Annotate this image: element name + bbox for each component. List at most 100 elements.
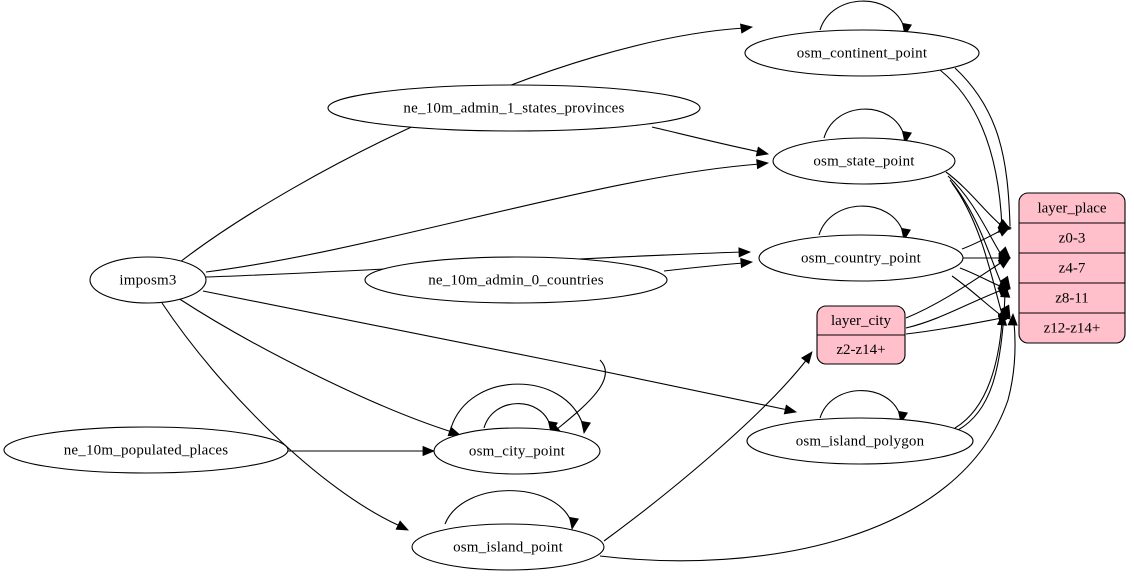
node-osm_island_polygon[interactable]: osm_island_polygon [746, 417, 974, 465]
self-loop-line [483, 403, 551, 429]
arrow-icon [999, 221, 1013, 232]
edge-osm_island_point-to-layer_place_z12_14 [599, 312, 1018, 562]
record-cell-layer_place_z4_7[interactable]: z4-7 [1059, 260, 1086, 276]
node-shape-ellipse[interactable] [411, 523, 605, 571]
edge-osm_state_point-to-layer_place_z4_7 [947, 175, 1011, 259]
record-cell-layer_place_header[interactable]: layer_place [1037, 200, 1106, 216]
self-loop-line [818, 205, 904, 236]
node-shape-ellipse[interactable] [89, 256, 207, 304]
edge-line [949, 179, 1003, 286]
node-shape-ellipse[interactable] [746, 417, 974, 465]
edge-imposm3-to-osm_state_point [205, 159, 770, 273]
self-loop-line [450, 383, 584, 429]
edge-line [179, 27, 745, 263]
nodes-layer: imposm3 ne_10m_admin_1_states_provincesne… [3, 29, 980, 571]
self-loop-osm_city_point [450, 383, 591, 435]
node-shape-ellipse[interactable] [327, 84, 701, 132]
edge-line [905, 261, 1003, 319]
record-cell-layer_city_header[interactable]: layer_city [831, 313, 891, 329]
edge-line [651, 126, 761, 153]
node-label: osm_continent_point [797, 45, 928, 61]
node-shape-ellipse[interactable] [772, 137, 956, 185]
edge-imposm3-to-osm_island_point [161, 302, 409, 531]
edge-imposm3-to-osm_continent_point [179, 23, 754, 263]
edge-line [961, 229, 1003, 250]
arrow-icon [568, 516, 579, 531]
node-shape-ellipse[interactable] [433, 427, 601, 475]
node-shape-ellipse[interactable] [758, 234, 964, 282]
edge-imposm3-to-osm_island_polygon [202, 290, 798, 415]
edge-line [599, 321, 1016, 562]
node-label: ne_10m_admin_1_states_provinces [403, 100, 624, 116]
arrow-icon [755, 146, 770, 157]
arrow-icon [580, 420, 591, 435]
edge-line [663, 262, 745, 272]
node-label: ne_10m_populated_places [64, 442, 229, 458]
arrow-icon [422, 445, 436, 457]
record-cell-layer_city_z2_14[interactable]: z2-z14+ [836, 342, 885, 358]
node-label: osm_country_point [801, 250, 922, 266]
arrow-icon [447, 426, 461, 437]
edge-ne_10m_populated_places-to-osm_city_point [288, 445, 436, 457]
record-node-layer_place[interactable]: layer_place z0-3 z4-7 z8-11 z12-z14+ [1018, 192, 1126, 344]
edge-imposm3-to-osm_city_point [177, 297, 461, 437]
edge-line [177, 297, 453, 433]
arrow-icon [1000, 284, 1011, 298]
node-ne_10m_populated_places[interactable]: ne_10m_populated_places [3, 426, 289, 474]
arrow-icon [1007, 312, 1018, 326]
node-imposm3[interactable]: imposm3 [89, 256, 207, 304]
arrow-icon [800, 351, 813, 365]
arrow-icon [996, 312, 1008, 326]
arrow-icon [997, 257, 1011, 269]
node-osm_country_point[interactable]: osm_country_point [758, 234, 964, 282]
edge-line [951, 182, 1003, 315]
node-label: imposm3 [119, 272, 176, 288]
record-outline [1018, 192, 1126, 344]
arrow-icon [740, 257, 754, 269]
edge-line [954, 321, 1003, 429]
edge-layer_city-to-layer_place_z4_7 [905, 257, 1011, 319]
arrow-icon [783, 404, 798, 415]
record-cell-layer_place_z0_3[interactable]: z0-3 [1059, 230, 1086, 246]
self-loop-osm_country_point [818, 205, 911, 242]
arrow-icon [756, 159, 770, 170]
edge-line [555, 359, 606, 431]
self-loop-line [819, 0, 905, 31]
edge-line [202, 290, 789, 411]
edge-line [161, 302, 401, 527]
edge-line [959, 267, 1003, 288]
node-ne_10m_admin_0_countries[interactable]: ne_10m_admin_0_countries [364, 256, 668, 304]
node-shape-ellipse[interactable] [3, 426, 289, 474]
node-label: osm_city_point [469, 443, 566, 459]
record-nodes-layer: layer_place z0-3 z4-7 z8-11 z12-z14+ layer_ci… [816, 192, 1126, 365]
node-label: ne_10m_admin_0_countries [428, 272, 604, 288]
node-ne_10m_admin_1_states_provinces[interactable]: ne_10m_admin_1_states_provinces [327, 84, 701, 132]
edges-layer [161, 23, 1018, 562]
node-osm_state_point[interactable]: osm_state_point [772, 137, 956, 185]
node-label: osm_island_polygon [796, 433, 925, 449]
record-node-layer_city[interactable]: layer_city z2-z14+ [816, 305, 906, 365]
record-cell-layer_place_z8_11[interactable]: z8-11 [1055, 290, 1089, 306]
node-label: osm_state_point [813, 153, 915, 169]
node-shape-ellipse[interactable] [364, 256, 668, 304]
node-shape-ellipse[interactable] [744, 29, 980, 77]
edge-line [954, 67, 1011, 227]
edge-line [905, 289, 1003, 329]
edge-line [939, 69, 1003, 229]
edge-line [205, 163, 761, 273]
edge-line [905, 317, 1003, 335]
node-osm_city_point[interactable]: osm_city_point [433, 427, 601, 475]
edge-line [603, 357, 809, 542]
node-osm_continent_point[interactable]: osm_continent_point [744, 29, 980, 77]
edge-osm_island_point-to-layer_city [603, 351, 813, 542]
edge-line [957, 293, 1006, 431]
arrow-icon [395, 520, 409, 531]
node-osm_island_point[interactable]: osm_island_point [411, 523, 605, 571]
self-loop-osm_island_point [444, 490, 579, 531]
self-loops-layer [444, 0, 912, 531]
edge-osm_continent_point-to-layer_place_z0_3 [954, 67, 1013, 232]
record-cell-layer_place_z12_14[interactable]: z12-z14+ [1044, 320, 1101, 336]
self-loop-line [819, 390, 901, 419]
arrow-icon [740, 23, 754, 34]
